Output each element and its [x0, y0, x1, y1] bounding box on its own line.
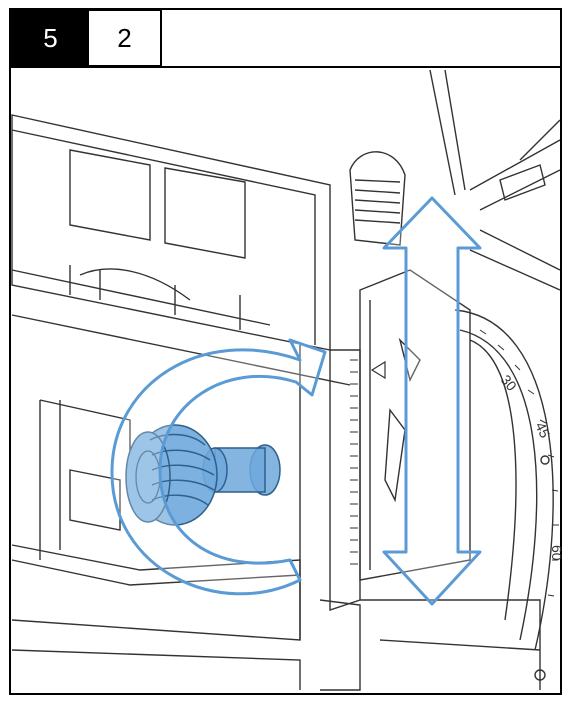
outer-border [9, 8, 562, 695]
step-badge: 5 2 [10, 9, 162, 67]
scale-ticks [350, 359, 358, 565]
adjustment-knob-icon [125, 424, 281, 526]
indicator-triangle-icon [370, 360, 386, 380]
step-number: 5 [12, 11, 89, 65]
rotate-arrow-icon [110, 338, 327, 596]
angle-scale [479, 329, 559, 597]
sub-step-number: 2 [89, 11, 160, 65]
angle-label-45: 45 [532, 420, 553, 441]
vertical-double-arrow-icon [382, 196, 482, 606]
machine-body [11, 69, 561, 691]
angle-label-60: 60 [549, 545, 565, 561]
